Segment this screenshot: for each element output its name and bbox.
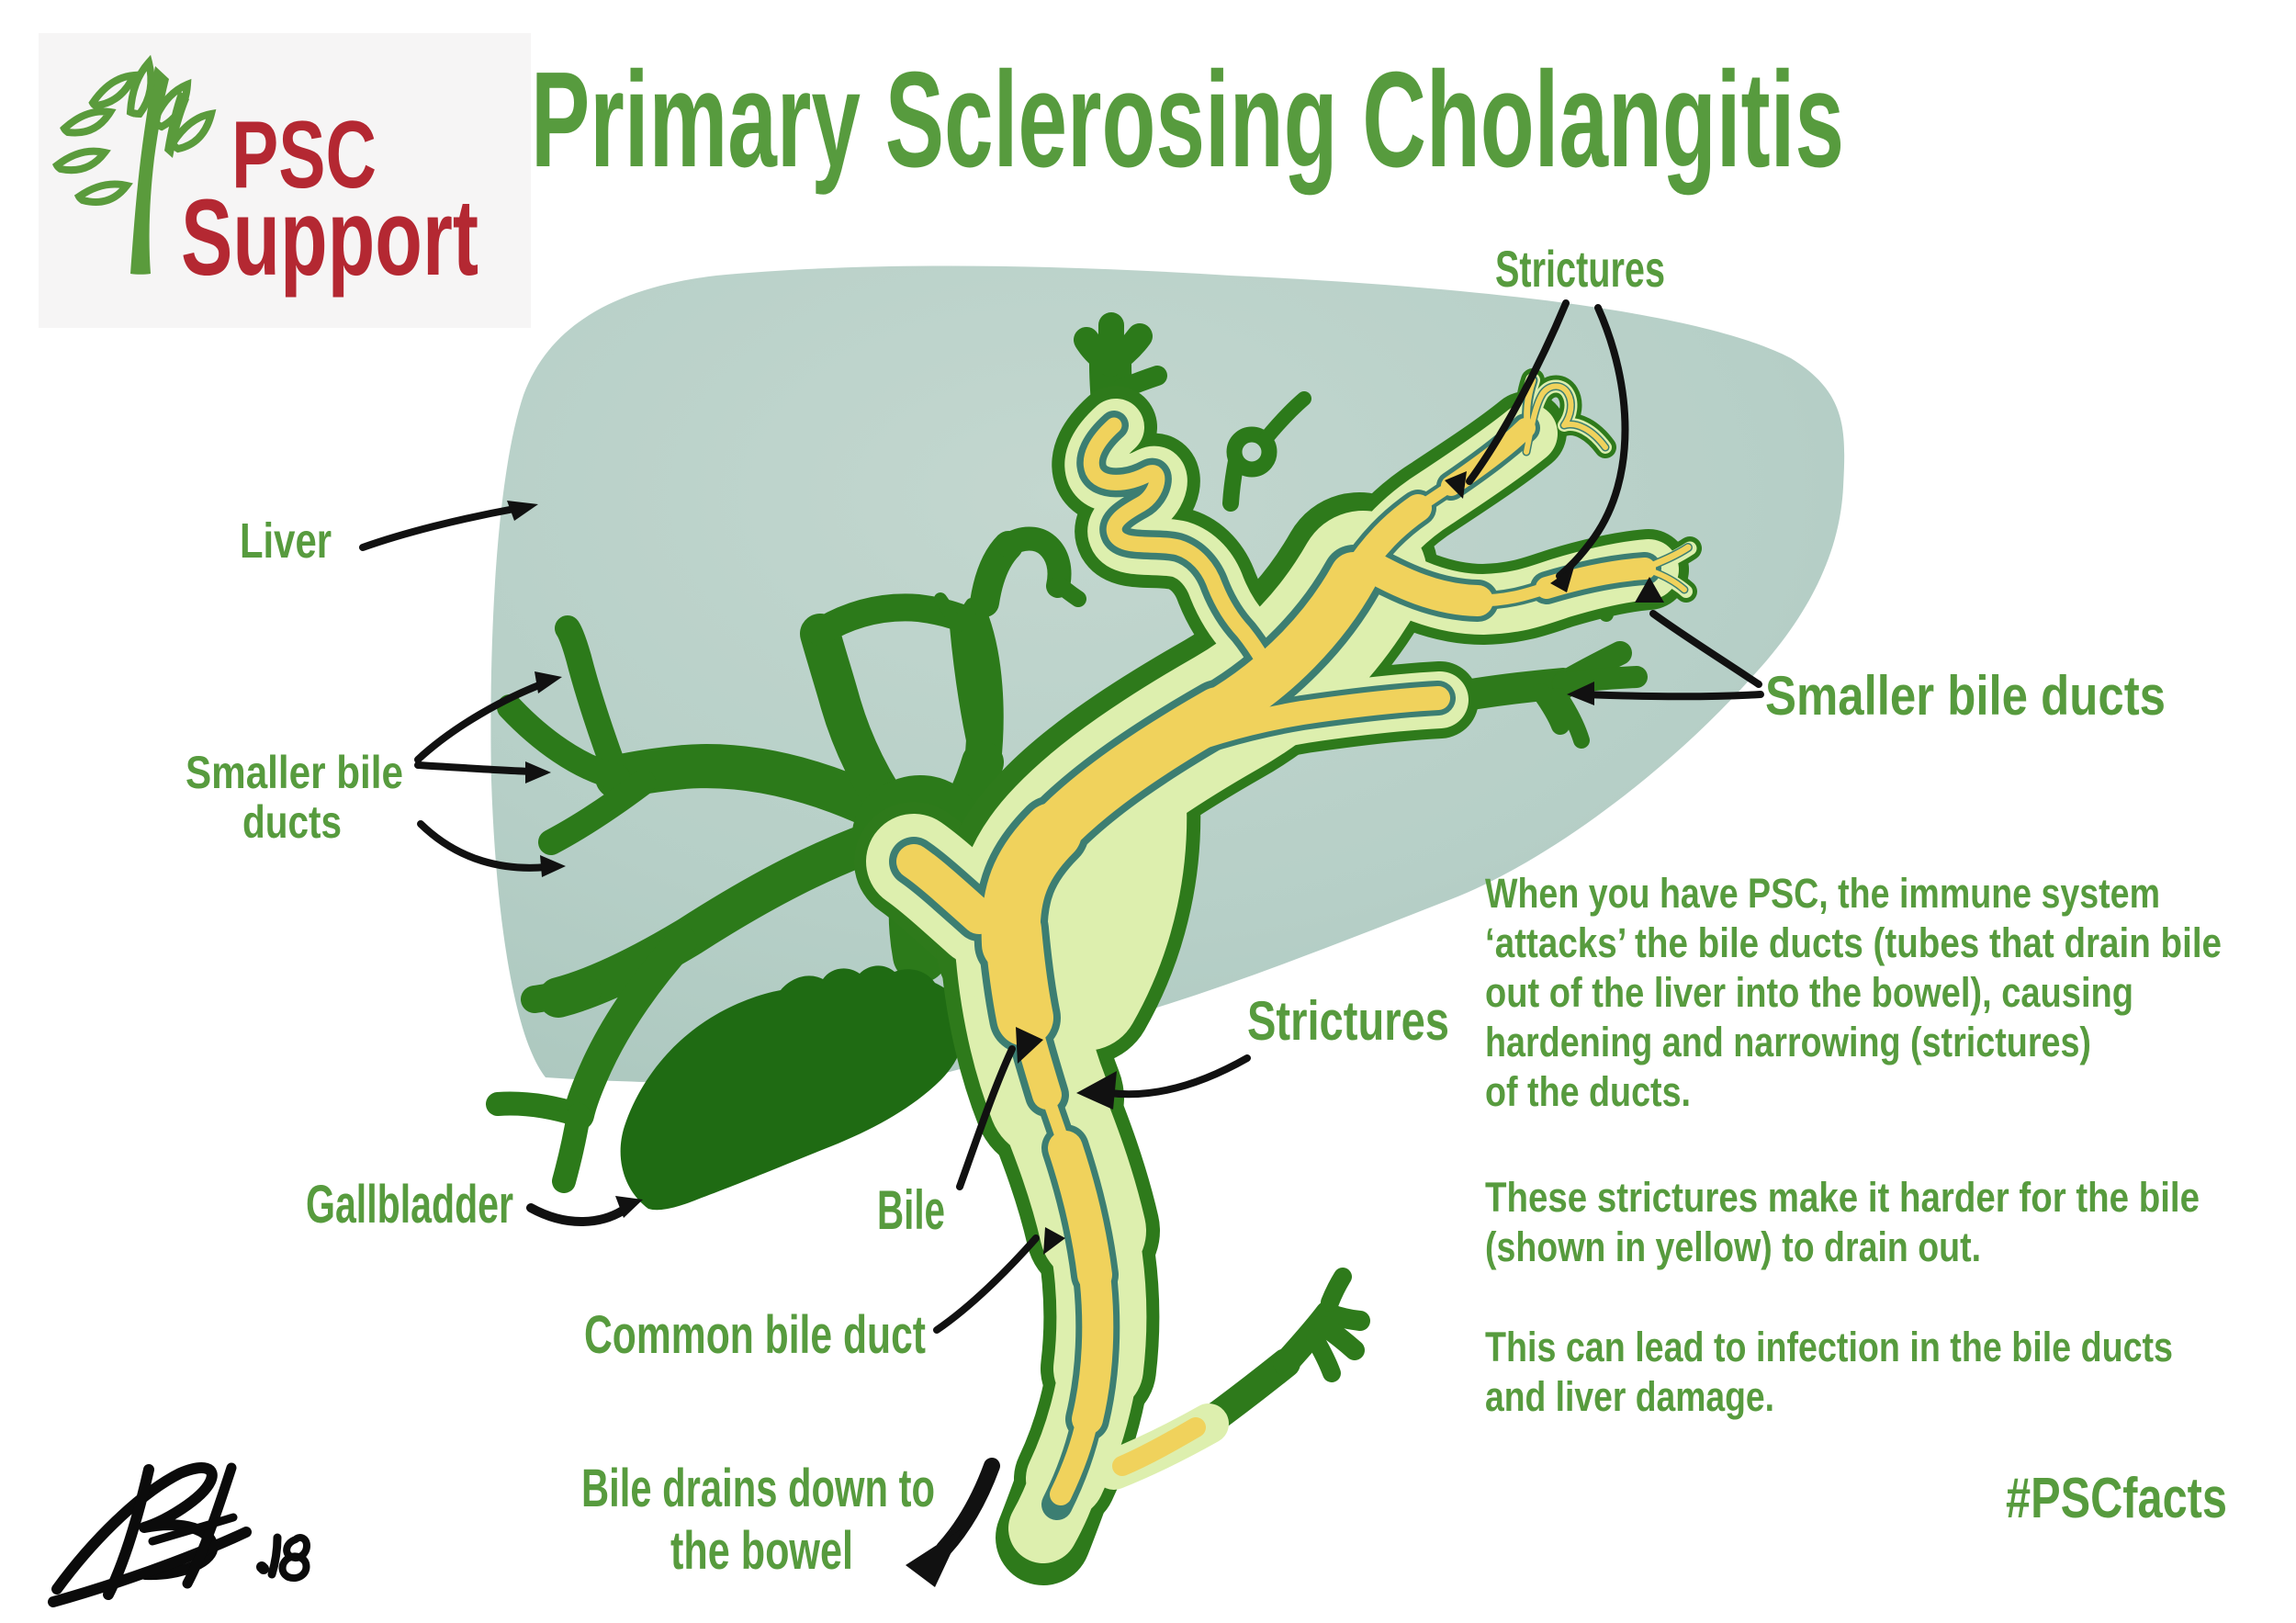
svg-text:(shown in yellow) to drain out: (shown in yellow) to drain out. [1485, 1223, 1981, 1270]
svg-text:Liver: Liver [240, 513, 332, 569]
svg-text:Gallbladder: Gallbladder [306, 1175, 513, 1234]
svg-text:and liver damage.: and liver damage. [1485, 1373, 1774, 1420]
svg-text:ducts: ducts [242, 796, 342, 848]
svg-text:Strictures: Strictures [1247, 990, 1449, 1052]
svg-text:Common bile duct: Common bile duct [584, 1305, 926, 1365]
svg-text:These strictures make it harde: These strictures make it harder for the … [1485, 1174, 2200, 1221]
svg-text:‘attacks’ the bile ducts (tube: ‘attacks’ the bile ducts (tubes that dra… [1485, 919, 2222, 966]
svg-text:Smaller bile ducts: Smaller bile ducts [1765, 665, 2166, 727]
svg-text:When you have PSC, the immune: When you have PSC, the immune system [1485, 870, 2160, 917]
svg-text:Support: Support [181, 177, 478, 299]
svg-text:hardening and narrowing (stric: hardening and narrowing (strictures) [1485, 1019, 2091, 1065]
svg-text:PSC: PSC [231, 102, 377, 209]
svg-text:Bile drains down to: Bile drains down to [581, 1459, 935, 1518]
svg-text:This can lead to infection in: This can lead to infection in the bile d… [1485, 1324, 2173, 1370]
svg-text:Smaller bile: Smaller bile [186, 747, 403, 798]
svg-text:Bile: Bile [877, 1179, 945, 1241]
svg-text:Strictures: Strictures [1495, 240, 1665, 298]
svg-text:out of the liver into the bowe: out of the liver into the bowel), causin… [1485, 969, 2133, 1016]
svg-text:the bowel: the bowel [670, 1521, 853, 1581]
svg-text:#PSCfacts: #PSCfacts [2006, 1467, 2227, 1530]
svg-text:of the ducts.: of the ducts. [1485, 1068, 1691, 1115]
svg-text:Primary Sclerosing Cholangitis: Primary Sclerosing Cholangitis [531, 44, 1844, 196]
